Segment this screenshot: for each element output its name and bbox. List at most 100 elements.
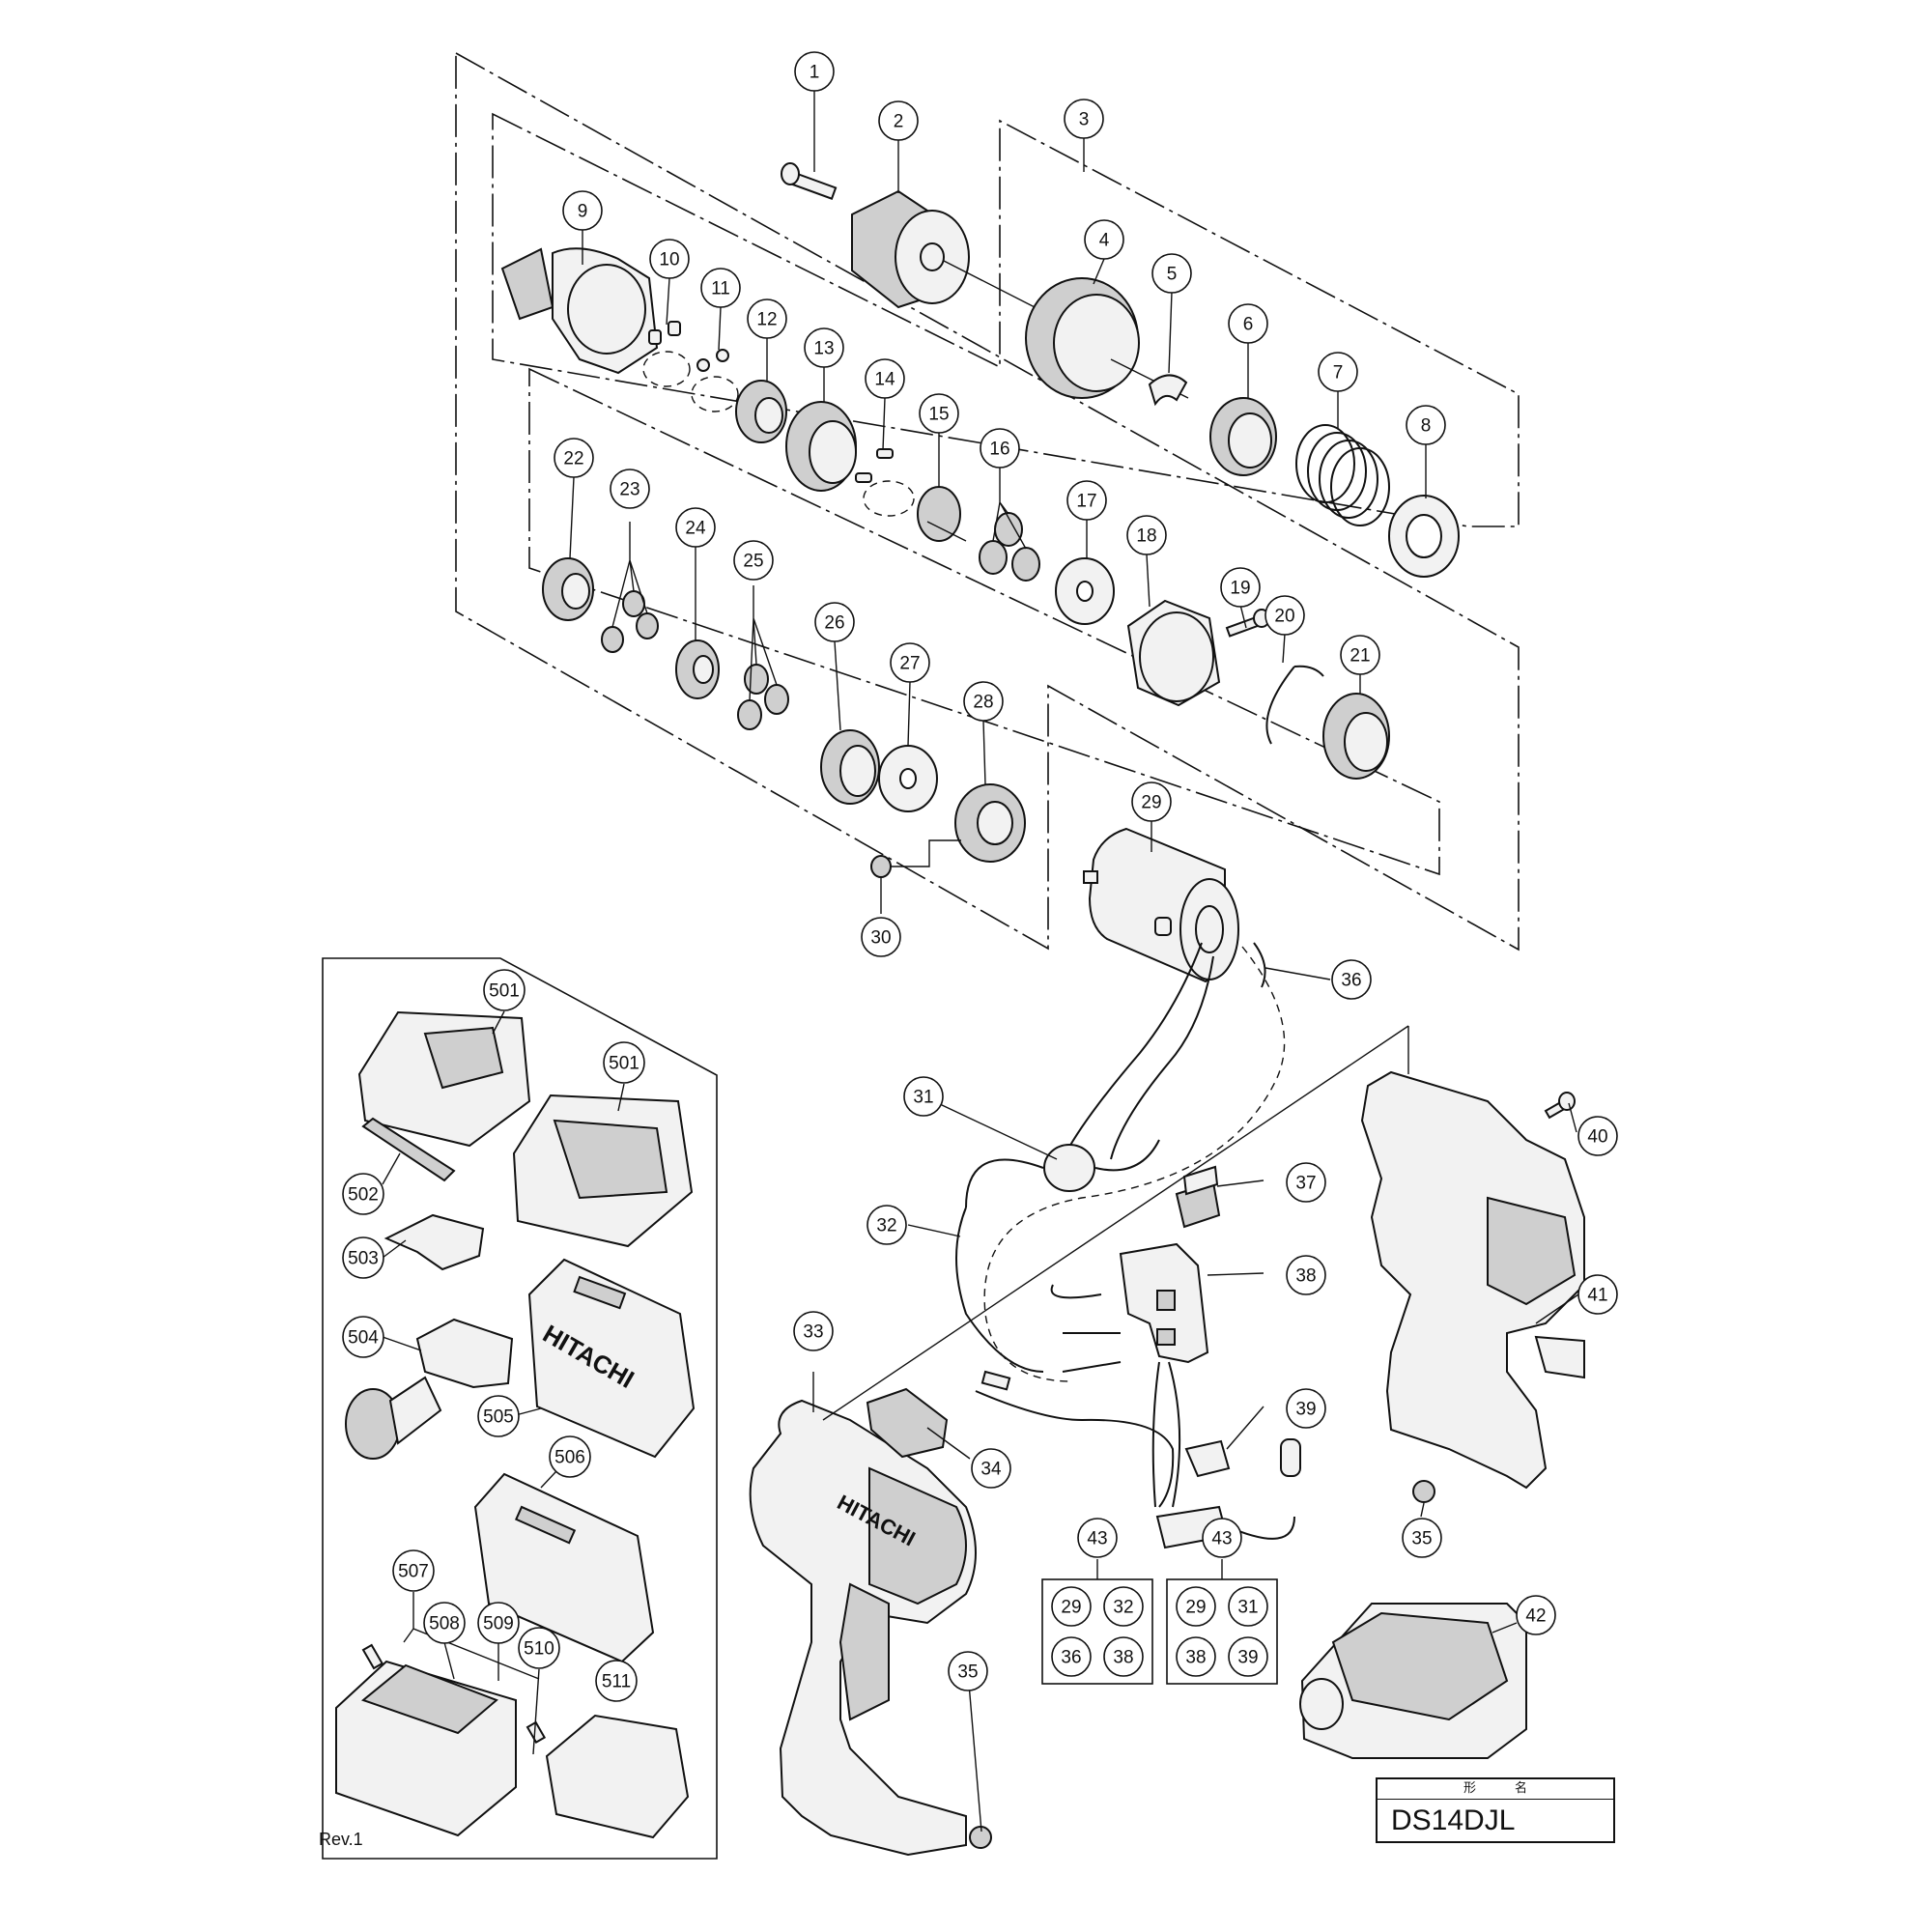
callout-circle-c42 [1516, 1595, 1556, 1635]
callout-circle-c7 [1318, 352, 1358, 392]
clip-part-20 [1265, 665, 1324, 745]
cable-part-32 [955, 1207, 1044, 1373]
charger-part-501a [357, 1010, 531, 1148]
motor-plate-part-28 [954, 783, 1026, 863]
callout-label-c31: 31 [913, 1088, 933, 1108]
callout-label-c38: 38 [1295, 1266, 1316, 1287]
callout-circle-c34 [971, 1448, 1011, 1489]
callout-label-c501b: 501 [609, 1054, 639, 1074]
callout-label-c18: 18 [1136, 526, 1156, 547]
kit-box-a [1041, 1559, 1153, 1685]
gear-part-24 [675, 639, 720, 699]
callout-circle-c23 [610, 469, 650, 509]
callout-circle-c3 [1064, 99, 1104, 139]
callout-label-c42: 42 [1525, 1606, 1546, 1627]
housing-right-part-41 [1360, 1026, 1585, 1490]
callout-label-c6: 6 [1243, 315, 1254, 335]
spindle-housing-part-9 [500, 247, 659, 375]
nut-part-35-left [969, 1826, 992, 1849]
callout-label-c511: 511 [602, 1672, 631, 1692]
motor-wires [1062, 942, 1203, 1160]
callout-circle-c12 [747, 298, 787, 339]
lead-part-36 [1253, 942, 1266, 988]
callout-label-c36: 36 [1341, 971, 1361, 991]
kit-b-circle-1 [1228, 1586, 1268, 1627]
callout-label-c11: 11 [711, 279, 730, 299]
belt-hook-part-503 [384, 1213, 485, 1271]
callout-circle-c8 [1406, 405, 1446, 445]
pins-part-10 [642, 321, 691, 387]
callout-label-c35b: 35 [1411, 1529, 1432, 1549]
callout-circle-c504 [342, 1316, 384, 1358]
callout-label-c32: 32 [876, 1216, 896, 1236]
callout-circle-c511 [595, 1660, 638, 1702]
callout-circle-c508 [423, 1602, 466, 1644]
callout-label-c4: 4 [1099, 231, 1110, 251]
callout-circle-c510 [518, 1627, 560, 1669]
callout-circle-c18 [1126, 515, 1167, 555]
callout-circle-c28 [963, 681, 1004, 722]
callout-circle-c37 [1286, 1162, 1326, 1203]
callout-label-c43b: 43 [1211, 1529, 1232, 1549]
planet-gears-part-23 [601, 590, 659, 653]
kit-a-circle-2 [1051, 1636, 1092, 1677]
kit-box-b [1166, 1559, 1278, 1685]
callout-label-c1: 1 [810, 63, 820, 83]
kit-a-label-3: 38 [1113, 1648, 1133, 1668]
model-name: DS14DJL [1391, 1804, 1516, 1836]
screw-part-1 [781, 162, 838, 200]
insert-part-511 [545, 1714, 690, 1839]
callout-circle-c36 [1331, 959, 1372, 1000]
nut-part-35-right [1412, 1480, 1435, 1503]
callout-circle-c13 [804, 327, 844, 368]
callout-circle-c39 [1286, 1388, 1326, 1429]
accessories-panel: HITACHI [322, 957, 718, 1860]
leader-lines [382, 90, 1579, 1833]
callout-circle-c2 [878, 100, 919, 141]
callout-circle-c502 [342, 1173, 384, 1215]
callout-label-c16: 16 [989, 440, 1009, 460]
callout-label-c8: 8 [1421, 416, 1432, 437]
callout-label-c21: 21 [1350, 646, 1370, 667]
callout-circle-c10 [649, 239, 690, 279]
callout-label-c503: 503 [348, 1249, 379, 1269]
assembly-frames [455, 51, 1520, 952]
callout-label-c14: 14 [874, 370, 895, 390]
callout-label-c30: 30 [870, 928, 891, 949]
ring-gear-part-21 [1322, 693, 1390, 780]
carrier-part-12 [735, 380, 787, 443]
callout-label-c504: 504 [348, 1328, 379, 1349]
light-part-504 [345, 1318, 514, 1460]
switch-part-38 [1050, 1242, 1209, 1373]
ring-gear-part-13 [785, 401, 857, 492]
callout-label-c13: 13 [813, 339, 834, 359]
callout-circle-c41 [1577, 1274, 1618, 1315]
callout-circle-c30 [861, 917, 901, 957]
callout-circle-c17 [1066, 480, 1107, 521]
balls-part-11 [691, 349, 739, 412]
model-title-block: 形名 DS14DJL [1376, 1777, 1615, 1843]
kit-a-circle-1 [1103, 1586, 1144, 1627]
revision-label: Rev.1 [319, 1830, 363, 1849]
callout-circle-c11 [700, 268, 741, 308]
ring-part-26 [820, 729, 880, 805]
callout-label-c505: 505 [483, 1407, 514, 1428]
case-part-505: HITACHI [527, 1258, 696, 1459]
motor-wire-2 [1110, 955, 1214, 1160]
callout-label-c2: 2 [894, 112, 904, 132]
harness-part-39 [975, 1361, 1301, 1549]
plate-part-5 [1148, 374, 1188, 407]
callout-label-c20: 20 [1274, 607, 1294, 627]
kit-b-label-2: 38 [1185, 1648, 1206, 1668]
kit-a-label-1: 32 [1113, 1598, 1133, 1618]
gearbox-frame [455, 51, 1520, 952]
screw-part-30 [870, 839, 961, 878]
kit-a-label-0: 29 [1061, 1598, 1081, 1618]
gear-case-part-18 [1126, 599, 1221, 707]
kit-a-circle-0 [1051, 1586, 1092, 1627]
washer-part-27 [878, 745, 938, 812]
callout-circle-c19 [1220, 567, 1261, 608]
pins-part-14 [855, 448, 915, 517]
